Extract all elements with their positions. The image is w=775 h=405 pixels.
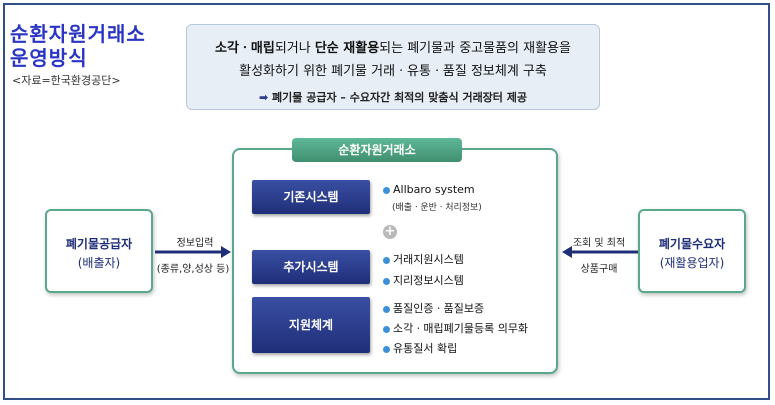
consumer-sub: (재활용업자) [659, 256, 725, 270]
support-item-3: 유통질서 확립 [383, 340, 457, 356]
summary-line2: 활성화하기 위한 폐기물 거래ㆍ유통ㆍ품질 정보체계 구축 [239, 64, 547, 79]
summary-line1: 소각ㆍ매립되거나 단순 재활용되는 폐기물과 중고물품의 재활용을 [187, 37, 599, 56]
bullet-dot-icon [383, 256, 390, 264]
added-item-1: 거래지원시스템 [383, 251, 464, 267]
supplier-name: 폐기물공급자 [65, 237, 133, 251]
page-title: 순환자원거래소 운영방식 [10, 22, 146, 70]
support-item-2-label: 소각ㆍ매립폐기물등록 의무화 [393, 322, 529, 335]
consumer-arrow-bottom-label: 상품구매 [580, 264, 618, 275]
outer-frame [3, 3, 770, 400]
bullet-dot-icon [383, 186, 390, 194]
supplier-arrow-bottom-label: (종류,양,성상 등) [156, 264, 230, 275]
plus-icon: + [383, 224, 397, 239]
title-line1: 순환자원거래소 [10, 22, 146, 46]
summary-mid: 되거나 [274, 41, 315, 56]
supplier-arrow-icon [155, 246, 231, 258]
supplier-arrow-top-label: 정보입력 [176, 238, 214, 249]
consumer-arrow-icon [562, 246, 638, 258]
bullet-dot-icon [383, 305, 390, 313]
bullet-dot-icon [383, 345, 390, 353]
arrow-right-icon: ➡ [258, 91, 269, 104]
support-item-1-label: 품질인증ㆍ품질보증 [393, 302, 485, 315]
existing-sub: (배출ㆍ운반ㆍ처리정보) [392, 203, 482, 213]
supplier-box: 폐기물공급자 (배출자) [45, 209, 153, 293]
support-item-1: 품질인증ㆍ품질보증 [383, 300, 484, 316]
title-line2: 운영방식 [10, 46, 88, 70]
existing-item: Allbaro system [383, 183, 475, 196]
consumer-box: 폐기물수요자 (재활용업자) [638, 209, 746, 293]
box-existing-system: 기존시스템 [252, 180, 370, 214]
summary-line3-text: 폐기물 공급자 – 수요자간 최적의 맞춤식 거래장터 제공 [272, 91, 527, 104]
support-item-3-label: 유통질서 확립 [393, 342, 458, 355]
support-item-2: 소각ㆍ매립폐기물등록 의무화 [383, 320, 528, 336]
added-item-1-label: 거래지원시스템 [393, 253, 464, 266]
added-item-2: 지리정보시스템 [383, 272, 464, 288]
consumer-arrow-top-label: 조회 및 최적 [572, 238, 626, 249]
summary-bold2: 단순 재활용 [314, 41, 380, 56]
existing-item-label: Allbaro system [393, 183, 475, 196]
box-added-system: 추가시스템 [252, 250, 370, 284]
central-title: 순환자원거래소 [292, 138, 462, 162]
source-note: <자료=한국환경공단> [12, 74, 121, 87]
consumer-name: 폐기물수요자 [658, 237, 726, 251]
summary-box: 소각ㆍ매립되거나 단순 재활용되는 폐기물과 중고물품의 재활용을 활성화하기 … [186, 24, 600, 110]
added-item-2-label: 지리정보시스템 [393, 274, 464, 287]
summary-bold1: 소각ㆍ매립 [215, 41, 275, 56]
summary-rest: 되는 폐기물과 중고물품의 재활용을 [379, 41, 571, 56]
summary-line3: ➡ 폐기물 공급자 – 수요자간 최적의 맞춤식 거래장터 제공 [187, 89, 599, 105]
supplier-sub: (배출자) [77, 256, 121, 270]
box-support-system: 지원체계 [252, 297, 370, 353]
bullet-dot-icon [383, 325, 390, 333]
bullet-dot-icon [383, 277, 390, 285]
